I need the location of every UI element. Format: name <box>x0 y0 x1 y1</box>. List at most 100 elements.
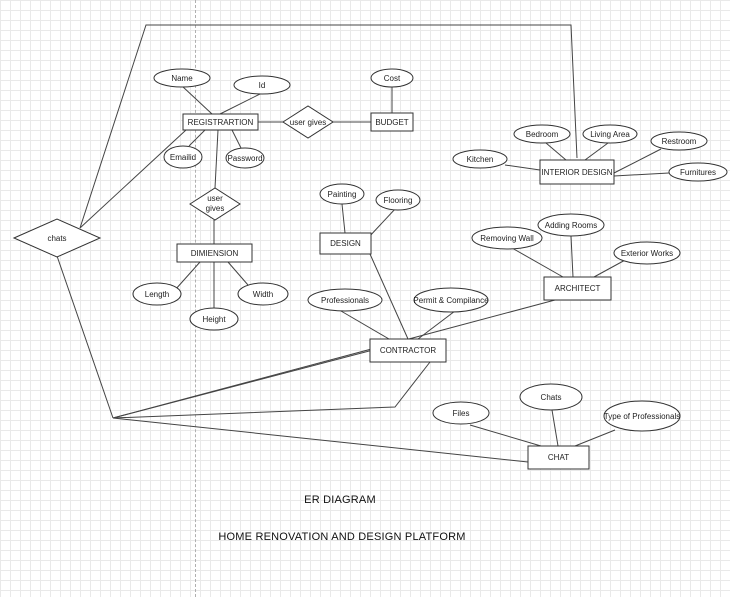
line-removingwall <box>511 247 564 278</box>
line-professionals <box>340 310 390 340</box>
attribute-flooring: Flooring <box>375 189 421 211</box>
attribute-adding-rooms: Adding Rooms <box>537 213 605 237</box>
line-painting <box>341 203 346 234</box>
relationship-user-gives-dimension-line2: gives <box>206 204 225 213</box>
line-bedroom <box>545 142 567 161</box>
attribute-furnitures: Furnitures <box>668 162 728 182</box>
attribute-living-area-label: Living Area <box>590 130 630 139</box>
attribute-removing-wall: Removing Wall <box>471 226 543 250</box>
relationship-user-gives-dimension: user gives <box>189 187 241 221</box>
attribute-id-label: Id <box>259 81 266 90</box>
line-name <box>181 85 213 115</box>
attribute-kitchen-label: Kitchen <box>467 155 494 164</box>
attribute-cost: Cost <box>370 68 414 88</box>
attribute-flooring-label: Flooring <box>384 196 413 205</box>
attribute-emailid-label: Emailid <box>170 153 196 162</box>
entity-chat: CHAT <box>527 445 590 470</box>
diagram-subtitle: HOME RENOVATION AND DESIGN PLATFORM <box>218 531 466 543</box>
attribute-professionals: Professionals <box>307 288 383 312</box>
attribute-kitchen: Kitchen <box>452 149 508 169</box>
line-chats-attr <box>551 409 559 447</box>
line-kitchen <box>504 164 541 171</box>
line-permit <box>417 310 456 340</box>
attribute-bedroom-label: Bedroom <box>526 130 559 139</box>
entity-registration-label: REGISTRARTION <box>188 118 254 127</box>
line-hub-design-contractor <box>112 361 431 419</box>
entity-contractor-label: CONTRACTOR <box>380 346 437 355</box>
line-typeprof <box>574 429 616 447</box>
relationship-user-gives-budget: user gives <box>282 105 334 139</box>
line-files <box>469 424 542 447</box>
attribute-chats-label: Chats <box>541 393 562 402</box>
line-restroom <box>613 148 662 174</box>
relationship-user-gives-dimension-line1: user <box>207 194 223 203</box>
attribute-height: Height <box>189 307 239 331</box>
attribute-type-of-professionals: Type of Professionals <box>603 400 681 432</box>
attribute-id: Id <box>233 75 291 95</box>
attribute-chats: Chats <box>519 383 583 411</box>
entity-chat-label: CHAT <box>548 453 569 462</box>
attribute-painting: Painting <box>319 183 365 205</box>
connector-lines <box>56 24 670 463</box>
diagram-title: ER DIAGRAM <box>304 494 376 506</box>
page-break-guide <box>195 0 196 597</box>
line-width <box>227 261 249 286</box>
entity-architect-label: ARCHITECT <box>555 284 601 293</box>
attribute-type-of-professionals-label: Type of Professionals <box>604 412 680 421</box>
entity-dimension-label: DIMIENSION <box>191 249 239 258</box>
line-furnitures <box>613 172 670 177</box>
attribute-adding-rooms-label: Adding Rooms <box>545 221 597 230</box>
attribute-password-label: Password <box>227 154 262 163</box>
attribute-length: Length <box>132 282 182 306</box>
entity-registration: REGISTRARTION <box>182 113 259 131</box>
line-chats-hub <box>56 255 114 419</box>
relationship-chats-label: chats <box>47 234 66 243</box>
attribute-files-label: Files <box>453 409 470 418</box>
entity-design: DESIGN <box>319 232 372 255</box>
attribute-emailid: Emailid <box>163 145 203 169</box>
line-chats-registration <box>79 129 187 229</box>
attribute-restroom: Restroom <box>650 131 708 151</box>
attribute-name-label: Name <box>171 74 193 83</box>
line-livingarea <box>584 142 609 161</box>
line-password <box>231 129 242 149</box>
line-design-contractor <box>369 253 409 340</box>
line-length <box>174 261 201 291</box>
attribute-files: Files <box>432 401 490 425</box>
attribute-height-label: Height <box>202 315 226 324</box>
attribute-professionals-label: Professionals <box>321 296 369 305</box>
line-emailid <box>188 129 206 147</box>
attribute-permit: Permit & Compilance <box>413 287 489 313</box>
attribute-exterior-works-label: Exterior Works <box>621 249 673 258</box>
attribute-width-label: Width <box>253 290 273 299</box>
attribute-living-area: Living Area <box>582 124 638 144</box>
relationship-chats: chats <box>12 218 102 258</box>
attribute-cost-label: Cost <box>384 74 401 83</box>
line-exteriorworks <box>593 258 628 278</box>
attribute-painting-label: Painting <box>328 190 357 199</box>
attribute-width: Width <box>237 282 289 306</box>
entity-interior-design: INTERIOR DESIGN <box>539 159 615 185</box>
line-addingrooms <box>570 235 574 278</box>
entity-architect: ARCHITECT <box>543 276 612 301</box>
line-flooring <box>367 207 397 239</box>
attribute-removing-wall-label: Removing Wall <box>480 234 534 243</box>
attribute-name: Name <box>153 68 211 88</box>
line-hub-chat <box>112 417 529 463</box>
line-reg-usergives2 <box>214 129 219 189</box>
attribute-furnitures-label: Furnitures <box>680 168 716 177</box>
entity-dimension: DIMIENSION <box>176 243 253 263</box>
attribute-password: Password <box>225 147 265 169</box>
attribute-restroom-label: Restroom <box>662 137 697 146</box>
line-id <box>219 92 263 115</box>
attribute-permit-label: Permit & Compilance <box>413 296 489 305</box>
line-hub-architect <box>112 299 556 419</box>
entity-contractor: CONTRACTOR <box>369 338 447 363</box>
entity-budget: BUDGET <box>370 112 414 132</box>
entity-design-label: DESIGN <box>330 239 361 248</box>
relationship-user-gives-budget-label: user gives <box>290 118 326 127</box>
line-chats-interior <box>79 24 578 229</box>
attribute-exterior-works: Exterior Works <box>613 241 681 265</box>
attribute-bedroom: Bedroom <box>513 124 571 144</box>
